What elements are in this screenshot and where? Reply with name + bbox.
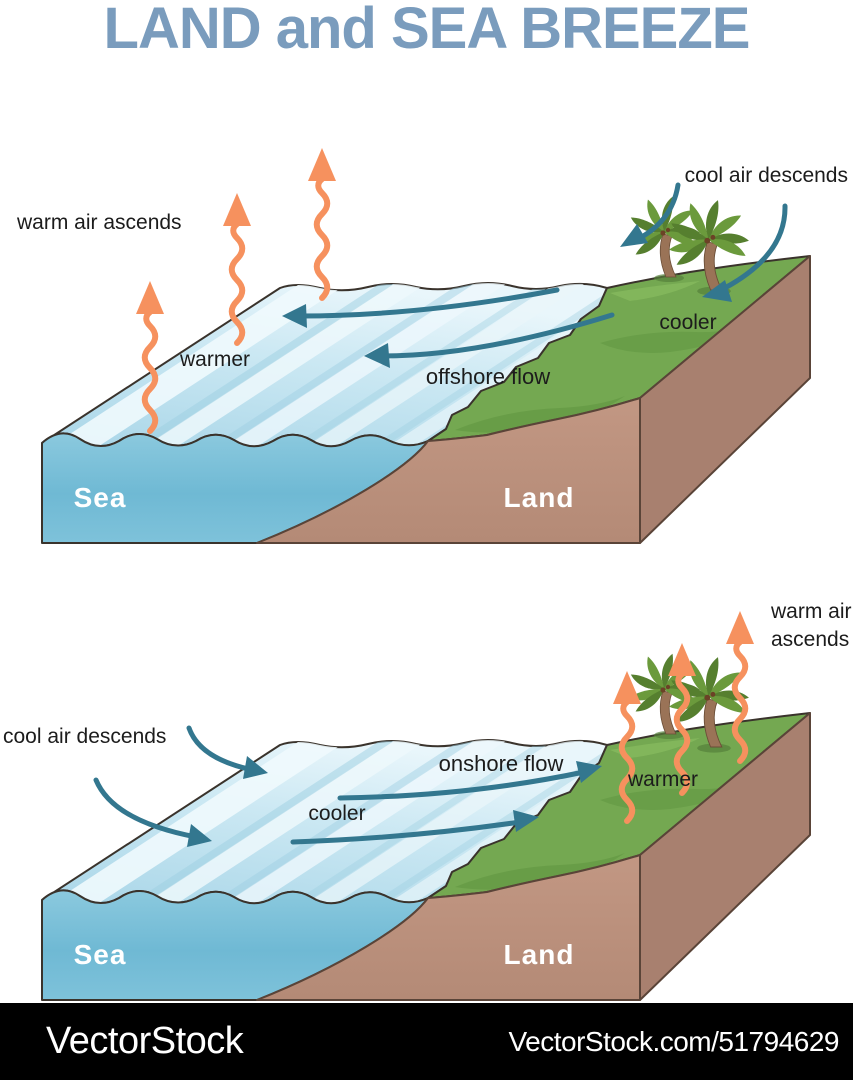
land-breeze-diagram: warm air ascends cool air descends warme… — [16, 138, 848, 568]
offshore-flow-arrow-icon — [364, 312, 615, 368]
sea-face-label: Sea — [74, 482, 127, 513]
vectorstock-logo: VectorStock — [46, 1020, 244, 1062]
land-face-label: Land — [504, 482, 575, 513]
page-title: LAND and SEA BREEZE — [103, 0, 751, 61]
cool-air-descends-label: cool air descends — [3, 725, 166, 748]
watermark-bar: VectorStock VectorStock.com/51794629 — [0, 1003, 853, 1080]
cool-air-descends-label: cool air descends — [685, 164, 848, 187]
cool-air-descends-arrow-icon — [186, 725, 268, 779]
flow-label: onshore flow — [439, 751, 564, 776]
land-temp-label: cooler — [659, 311, 716, 334]
onshore-flow-arrow-icon — [290, 810, 539, 845]
cool-air-descends-arrow-icon — [702, 203, 788, 302]
warm-air-ascends-label-line1: warm air — [770, 600, 852, 623]
warm-air-ascends-label: warm air ascends — [16, 211, 182, 234]
vectorstock-url: VectorStock.com/51794629 — [508, 1025, 840, 1057]
cool-air-descends-arrow-icon — [93, 777, 212, 847]
warm-air-ascends-label-line2: ascends — [771, 628, 849, 651]
land-face-label: Land — [504, 939, 575, 970]
sea-temp-label: cooler — [308, 802, 365, 825]
sea-temp-label: warmer — [179, 348, 250, 371]
land-temp-label: warmer — [627, 768, 698, 791]
onshore-flow-arrow-icon — [337, 761, 602, 801]
sea-face-label: Sea — [74, 939, 127, 970]
cool-air-descends-arrow-icon — [620, 182, 681, 247]
sea-breeze-diagram: cool air descends warm air ascends onsho… — [3, 600, 852, 1025]
offshore-flow-arrow-icon — [282, 287, 560, 328]
flow-label: offshore flow — [426, 364, 550, 389]
